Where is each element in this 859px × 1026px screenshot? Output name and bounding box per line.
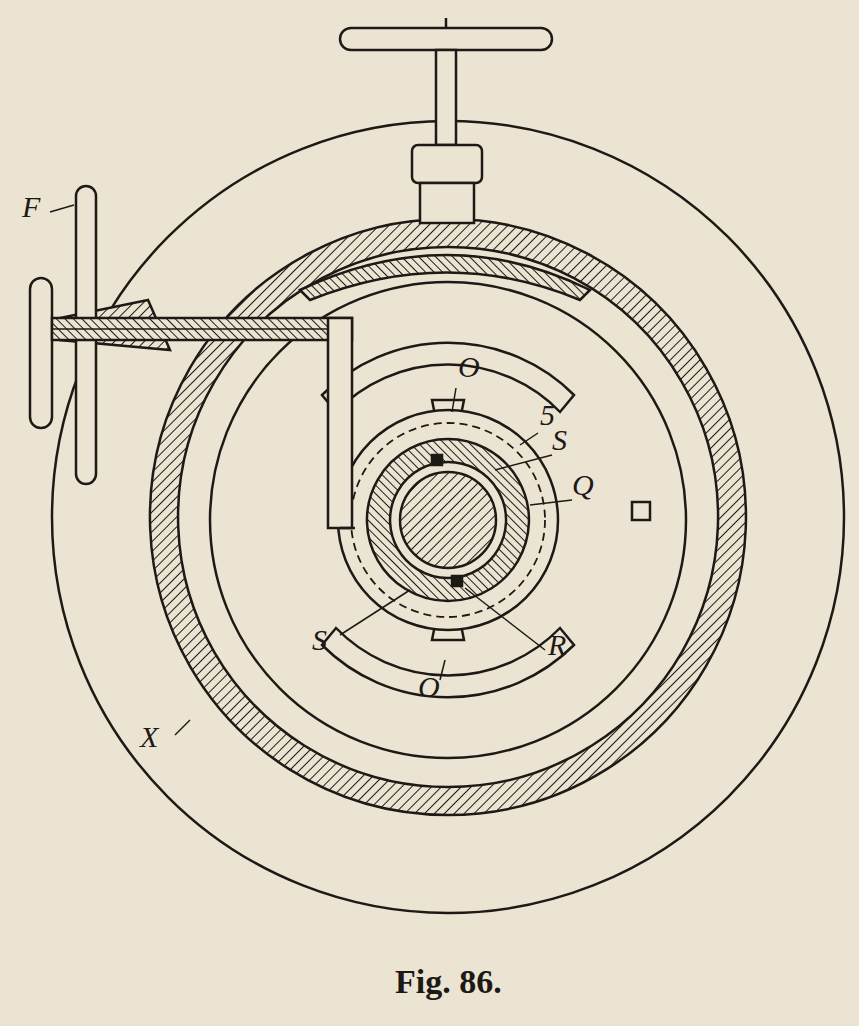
part-letter: S [552,425,567,455]
part-letter: Q [572,470,594,500]
part-letter: F [22,192,40,222]
figure-caption: Fig. 86. [395,965,502,999]
part-letter: S [312,625,327,655]
part-letter: O [418,672,440,702]
part-letter: X [140,722,158,752]
part-letter: R [548,630,566,660]
part-letter: O [458,352,480,382]
